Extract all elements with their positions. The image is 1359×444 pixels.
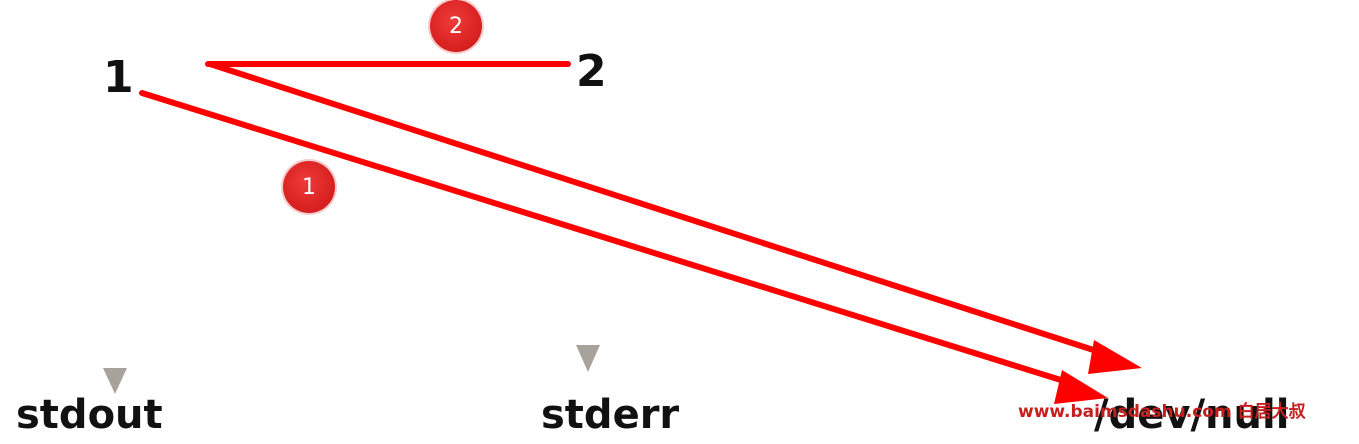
- fd-label-stdout: 1: [103, 52, 134, 103]
- stdout-arrow: [103, 140, 127, 394]
- stdout-label: stdout: [16, 392, 163, 438]
- step-badge-1: 1: [283, 161, 335, 213]
- fd-label-stderr: 2: [576, 46, 607, 97]
- step-badge-2: 2: [430, 0, 482, 52]
- watermark-text: www.baimsdashu.com 白居大叔: [1018, 402, 1306, 422]
- devnull-label: /dev/null: [1094, 392, 1290, 438]
- stderr-label: stderr: [541, 392, 680, 438]
- stdout-redirect-arrow: [139, 90, 1108, 404]
- stderr-arrow: [576, 120, 600, 372]
- stderr-redirect-arrow: [207, 61, 1142, 374]
